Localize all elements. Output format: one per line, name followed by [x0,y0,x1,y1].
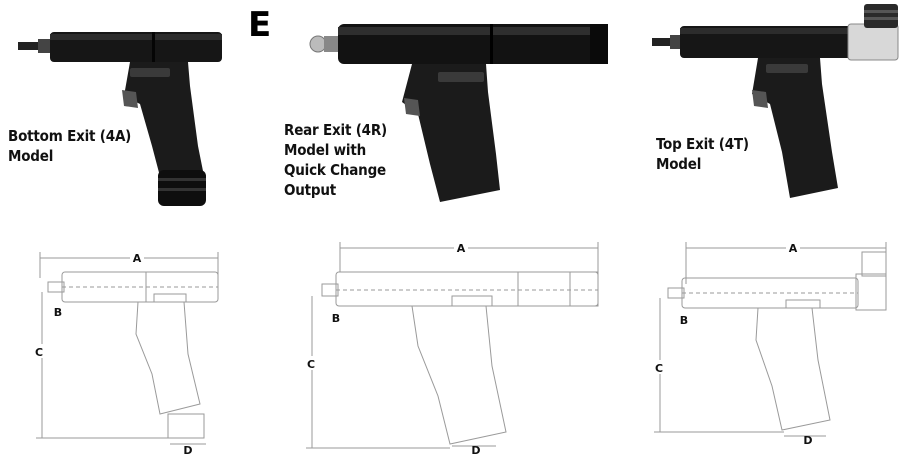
brand-logo: E [248,5,272,45]
dimension-label-b: B [54,306,62,319]
dimension-label-a: A [133,252,142,265]
dimension-drawing-rear-exit: A C B D [304,240,599,456]
dimension-label-c: C [307,358,315,371]
dimension-label-b: B [332,312,340,325]
dimension-label-c: C [655,362,663,375]
tool-photo-top-exit [652,4,899,198]
dimension-label-b: B [680,314,688,327]
tool-photo-bottom-exit [18,32,222,206]
tool-photo-rear-exit [309,24,608,202]
caption-rear-exit: Rear Exit (4R) Model with Quick Change O… [284,121,388,199]
caption-top-exit: Top Exit (4T) Model [656,135,749,173]
dimension-label-d: D [183,444,192,456]
dimension-label-a: A [789,242,798,255]
dimension-drawing-bottom-exit: A C B D [32,250,219,456]
dimension-label-c: C [35,346,43,359]
dimension-label-d: D [471,444,480,456]
caption-bottom-exit: Bottom Exit (4A) Model [8,127,132,165]
dimension-label-a: A [457,242,466,255]
dimension-label-d: D [803,434,812,447]
dimension-drawing-top-exit: A C B D [652,240,887,447]
